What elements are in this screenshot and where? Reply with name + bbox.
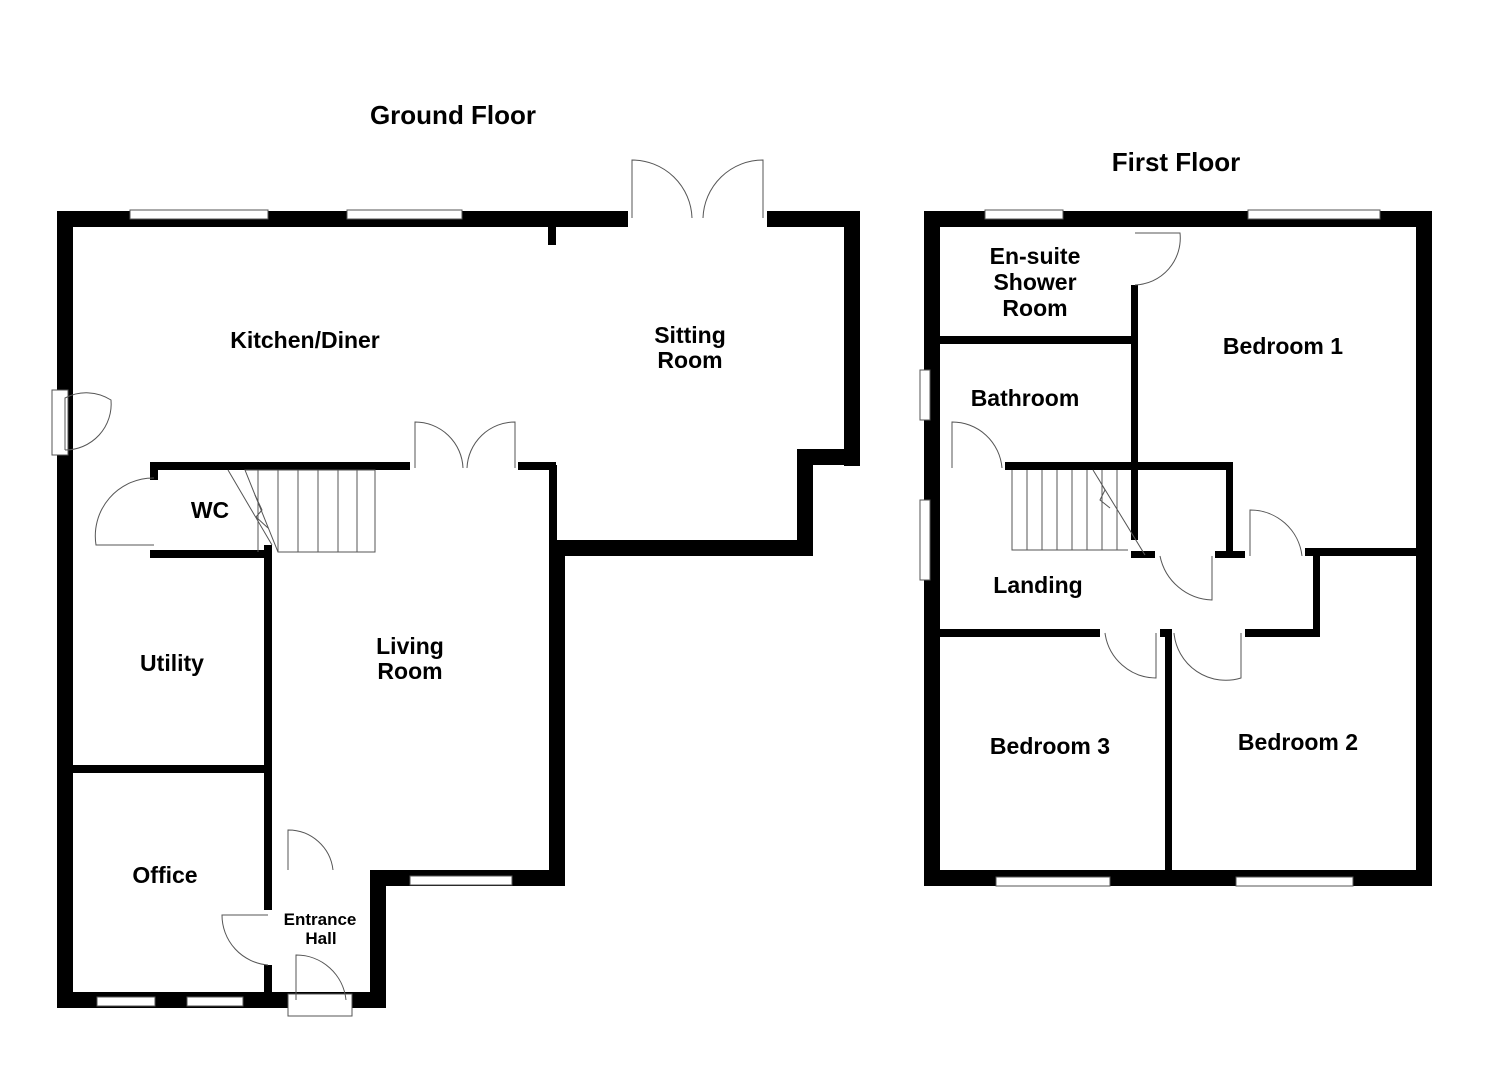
room-label-kitchen-diner: Kitchen/Diner: [230, 327, 380, 353]
room-label-entrance-hall-2: Hall: [305, 929, 336, 948]
ground-floor-walls: [57, 211, 860, 1008]
room-label-ensuite-3: Room: [1002, 295, 1067, 321]
window: [919, 369, 931, 421]
window: [995, 876, 1111, 887]
window: [186, 996, 244, 1007]
room-label-utility: Utility: [140, 650, 204, 676]
room-label-sitting-room-2: Room: [657, 347, 722, 373]
first-floor-stairs: [1011, 469, 1146, 556]
room-label-office: Office: [132, 862, 197, 888]
window: [919, 499, 931, 581]
ground-floor-windows: [51, 209, 513, 1007]
window: [984, 209, 1064, 220]
ground-floor-title: Ground Floor: [370, 100, 536, 130]
ground-floor-plan: Ground Floor: [51, 100, 860, 1017]
room-label-bedroom-2: Bedroom 2: [1238, 729, 1358, 755]
window: [1235, 876, 1354, 887]
room-label-ensuite-2: Shower: [993, 269, 1076, 295]
first-floor-room-labels: En-suite Shower Room Bedroom 1 Bathroom …: [971, 243, 1358, 759]
room-label-wc: WC: [191, 497, 229, 523]
ground-floor-room-labels: Kitchen/Diner Sitting Room WC Utility Li…: [132, 322, 725, 948]
room-label-living-room-2: Room: [377, 658, 442, 684]
room-label-bedroom-1: Bedroom 1: [1223, 333, 1343, 359]
window: [129, 209, 269, 220]
first-floor-windows: [919, 209, 1381, 887]
front-door-step: [287, 993, 353, 1017]
room-label-ensuite: En-suite: [990, 243, 1081, 269]
window: [346, 209, 463, 220]
window: [96, 996, 156, 1007]
window: [409, 875, 513, 886]
room-label-bathroom: Bathroom: [971, 385, 1080, 411]
room-label-entrance-hall: Entrance: [284, 910, 357, 929]
first-floor-doors: [951, 232, 1303, 681]
first-floor-walls: [924, 211, 1432, 886]
window: [51, 389, 69, 456]
window: [1247, 209, 1381, 220]
room-label-sitting-room: Sitting: [654, 322, 726, 348]
first-floor-title: First Floor: [1112, 147, 1241, 177]
room-label-bedroom-3: Bedroom 3: [990, 733, 1110, 759]
room-label-landing: Landing: [993, 572, 1082, 598]
first-floor-plan: First Floor: [919, 147, 1432, 887]
ground-floor-doors: [64, 159, 764, 1017]
ground-floor-stairs: [227, 469, 376, 553]
room-label-living-room: Living: [376, 633, 444, 659]
